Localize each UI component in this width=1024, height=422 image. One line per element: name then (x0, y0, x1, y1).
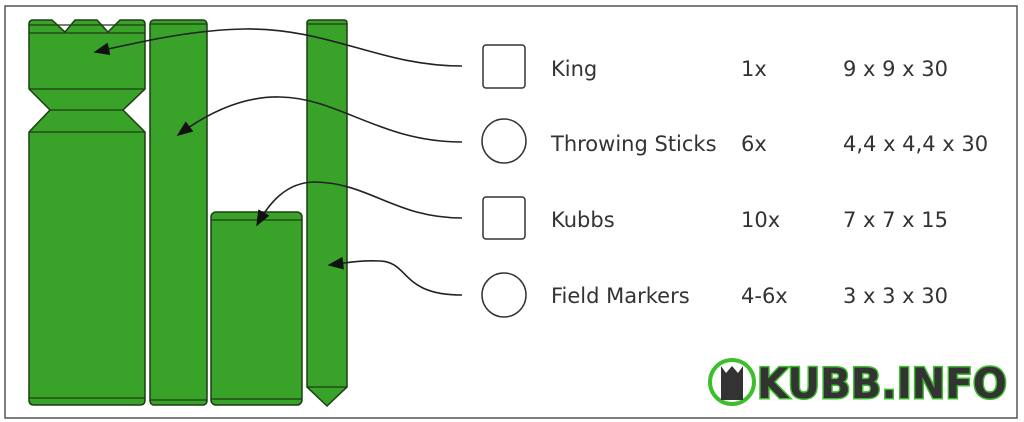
logo-text: KUBB.INFO (757, 359, 1007, 408)
item-name: Kubbs (551, 208, 615, 232)
king-piece (28, 19, 146, 406)
square-symbol-icon (482, 196, 526, 240)
circle-symbol-icon (481, 272, 527, 318)
field-marker-piece (306, 19, 348, 408)
king-icon (721, 366, 743, 400)
circle-symbol-icon (481, 118, 527, 164)
square-symbol-icon (482, 44, 526, 89)
item-name: Field Markers (551, 284, 690, 308)
item-name: Throwing Sticks (550, 132, 717, 156)
item-size: 7 x 7 x 15 (843, 208, 948, 232)
item-size: 9 x 9 x 30 (843, 57, 948, 81)
kubb-info-logo: KUBB.INFO (708, 358, 1009, 410)
kubb-piece (210, 211, 303, 406)
item-size: 4,4 x 4,4 x 30 (843, 132, 988, 156)
connector-arrows (93, 28, 463, 296)
item-count: 4-6x (741, 284, 788, 308)
throwing-stick-piece (149, 19, 208, 406)
item-size: 3 x 3 x 30 (843, 284, 948, 308)
item-count: 1x (741, 57, 767, 81)
item-count: 6x (741, 132, 767, 156)
legend: King 1x 9 x 9 x 30 Throwing Sticks 6x 4,… (481, 44, 988, 318)
item-count: 10x (741, 208, 780, 232)
item-name: King (551, 57, 597, 81)
